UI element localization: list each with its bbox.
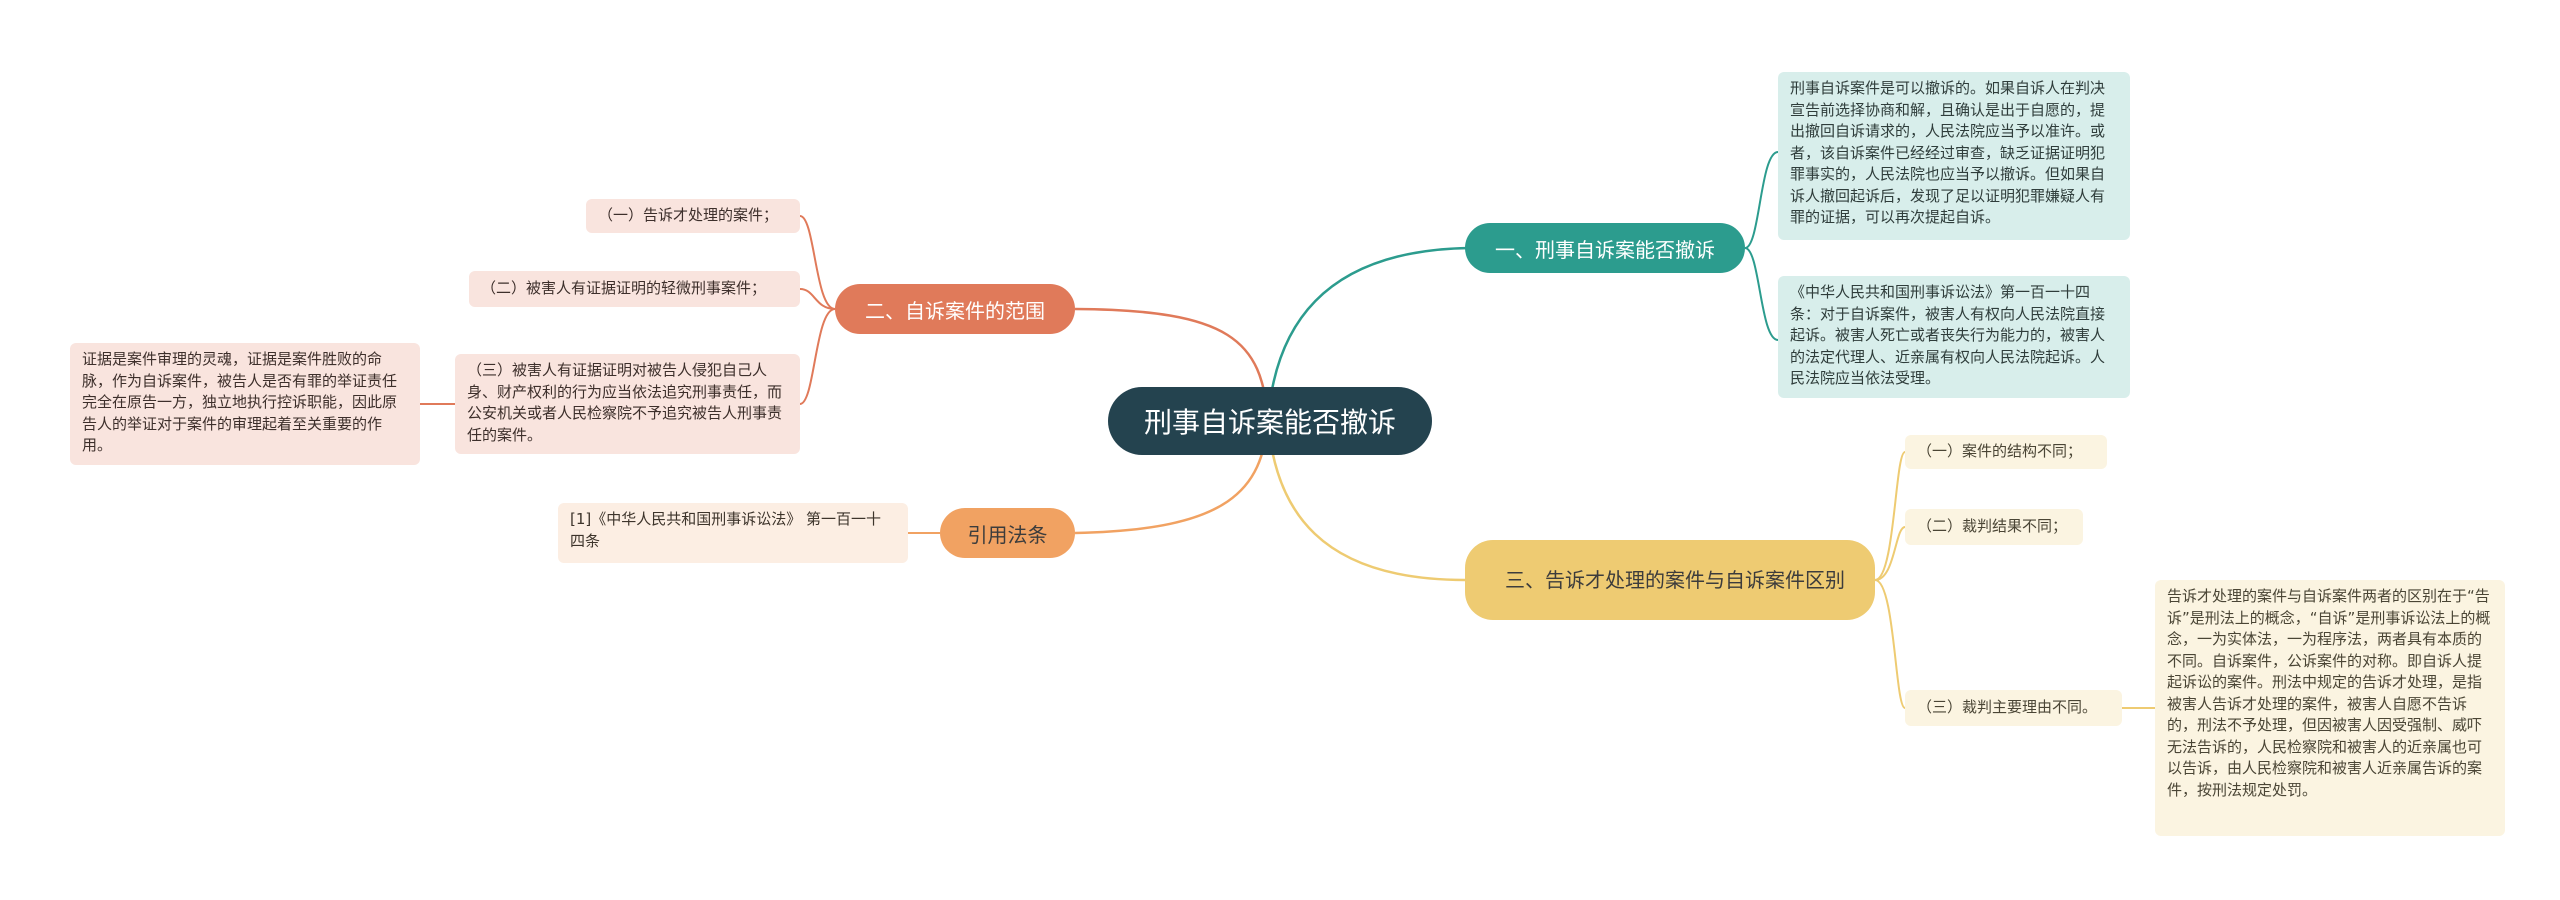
link-root-b1 (1266, 246, 1471, 421)
branch-1-leaf-1-text: 刑事自诉案件是可以撤诉的。如果自诉人在判决宣告前选择协商和解，且确认是出于自愿的… (1790, 79, 2106, 226)
link-b4-leaf3 (1874, 579, 1906, 709)
branch-4-leaf-2[interactable]: （二）裁判结果不同； (1905, 509, 2083, 545)
branch-1-leaf-2-text: 《中华人民共和国刑事诉讼法》第一百一十四条：对于自诉案件，被害人有权向人民法院直… (1790, 283, 2106, 387)
branch-3-leaf-1[interactable]: [1]《中华人民共和国刑事诉讼法》 第一百一十四条 (558, 503, 908, 563)
branch-1-topic[interactable]: 一、刑事自诉案能否撤诉 (1465, 223, 1745, 273)
branch-4-note-text: 告诉才处理的案件与自诉案件两者的区别在于“告诉”是刑法上的概念，“自诉”是刑事诉… (2167, 587, 2491, 799)
link-b4-leaf1 (1874, 451, 1906, 581)
root-topic[interactable]: 刑事自诉案能否撤诉 (1108, 387, 1432, 455)
branch-1-leaf-1[interactable]: 刑事自诉案件是可以撤诉的。如果自诉人在判决宣告前选择协商和解，且确认是出于自愿的… (1778, 72, 2130, 240)
root-topic-label: 刑事自诉案能否撤诉 (1143, 406, 1396, 439)
branch-2-topic[interactable]: 二、自诉案件的范围 (835, 284, 1075, 334)
link-b2-leaf3 (799, 308, 836, 405)
branch-4-leaf-3[interactable]: （三）裁判主要理由不同。 (1905, 690, 2122, 726)
branch-2-leaf-2[interactable]: （二）被害人有证据证明的轻微刑事案件； (469, 271, 800, 307)
branch-2-label: 二、自诉案件的范围 (865, 298, 1045, 323)
branch-2-leaf-3[interactable]: （三）被害人有证据证明对被告人侵犯自己人身、财产权利的行为应当依法追究刑事责任，… (455, 354, 800, 454)
branch-2-leaf-3-text: （三）被害人有证据证明对被告人侵犯自己人身、财产权利的行为应当依法追究刑事责任，… (467, 361, 783, 444)
branch-2-leaf-1-text: （一）告诉才处理的案件； (598, 206, 779, 225)
branch-4-note[interactable]: 告诉才处理的案件与自诉案件两者的区别在于“告诉”是刑法上的概念，“自诉”是刑事诉… (2155, 580, 2505, 836)
branch-3-label: 引用法条 (967, 522, 1048, 547)
link-b2-leaf1 (799, 215, 836, 310)
branch-3-leaf-1-text: [1]《中华人民共和国刑事诉讼法》 第一百一十四条 (570, 510, 882, 550)
branch-4-leaf-1-text: （一）案件的结构不同； (1917, 442, 2083, 461)
branch-4-leaf-2-text: （二）裁判结果不同； (1917, 517, 2068, 536)
branch-2-leaf-2-text: （二）被害人有证据证明的轻微刑事案件； (481, 279, 767, 298)
link-b1-leaf1 (1744, 151, 1779, 249)
branch-4-leaf-3-text: （三）裁判主要理由不同。 (1917, 698, 2098, 717)
branch-4-leaf-1[interactable]: （一）案件的结构不同； (1905, 435, 2107, 469)
link-b4-leaf2 (1874, 526, 1906, 581)
branch-2-leaf-1[interactable]: （一）告诉才处理的案件； (586, 199, 800, 233)
branch-4-topic[interactable]: 三、告诉才处理的案件与自诉案件区别 (1465, 540, 1875, 620)
branch-1-label: 一、刑事自诉案能否撤诉 (1495, 237, 1715, 262)
branch-1-leaf-2[interactable]: 《中华人民共和国刑事诉讼法》第一百一十四条：对于自诉案件，被害人有权向人民法院直… (1778, 276, 2130, 398)
link-b1-leaf2 (1744, 247, 1779, 341)
link-b2-leaf2 (799, 288, 836, 310)
branch-4-label: 三、告诉才处理的案件与自诉案件区别 (1505, 567, 1845, 592)
branch-3-topic[interactable]: 引用法条 (940, 508, 1075, 558)
branch-2-note[interactable]: 证据是案件审理的灵魂，证据是案件胜败的命脉，作为自诉案件，被告人是否有罪的举证责… (70, 343, 420, 465)
branch-2-note-text: 证据是案件审理的灵魂，证据是案件胜败的命脉，作为自诉案件，被告人是否有罪的举证责… (82, 350, 398, 454)
